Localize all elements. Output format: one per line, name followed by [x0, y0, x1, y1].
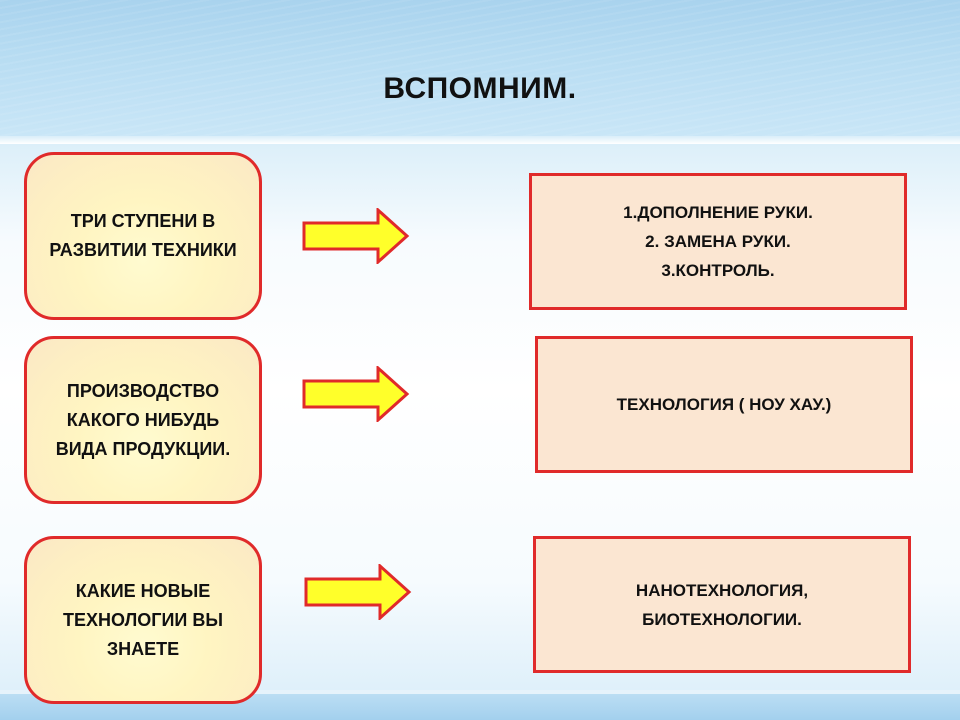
right-arrow-icon	[302, 366, 410, 422]
answer-box-2: ТЕХНОЛОГИЯ ( НОУ ХАУ.)	[535, 336, 913, 473]
question-text-3: КАКИЕ НОВЫЕ ТЕХНОЛОГИИ ВЫ ЗНАЕТЕ	[63, 580, 223, 659]
question-text-2: ПРОИЗВОДСТВО КАКОГО НИБУДЬ ВИДА ПРОДУКЦИ…	[55, 380, 231, 459]
question-box-2: ПРОИЗВОДСТВО КАКОГО НИБУДЬ ВИДА ПРОДУКЦИ…	[24, 336, 262, 504]
answer-box-1: 1.ДОПОЛНЕНИЕ РУКИ. 2. ЗАМЕНА РУКИ. 3.КОН…	[529, 173, 907, 310]
answer-box-3: НАНОТЕХНОЛОГИЯ, БИОТЕХНОЛОГИИ.	[533, 536, 911, 673]
answer-text-1: 1.ДОПОЛНЕНИЕ РУКИ. 2. ЗАМЕНА РУКИ. 3.КОН…	[623, 203, 813, 280]
question-box-1: ТРИ СТУПЕНИ В РАЗВИТИИ ТЕХНИКИ	[24, 152, 262, 320]
answer-text-2: ТЕХНОЛОГИЯ ( НОУ ХАУ.)	[616, 395, 832, 414]
header-divider	[0, 136, 960, 144]
slide-title: ВСПОМНИМ.	[383, 72, 577, 105]
question-box-3: КАКИЕ НОВЫЕ ТЕХНОЛОГИИ ВЫ ЗНАЕТЕ	[24, 536, 262, 704]
answer-text-3: НАНОТЕХНОЛОГИЯ, БИОТЕХНОЛОГИИ.	[635, 580, 809, 629]
right-arrow-icon	[304, 564, 412, 620]
right-arrow-icon	[302, 208, 410, 264]
header-band	[0, 0, 960, 136]
question-text-1: ТРИ СТУПЕНИ В РАЗВИТИИ ТЕХНИКИ	[49, 211, 237, 260]
